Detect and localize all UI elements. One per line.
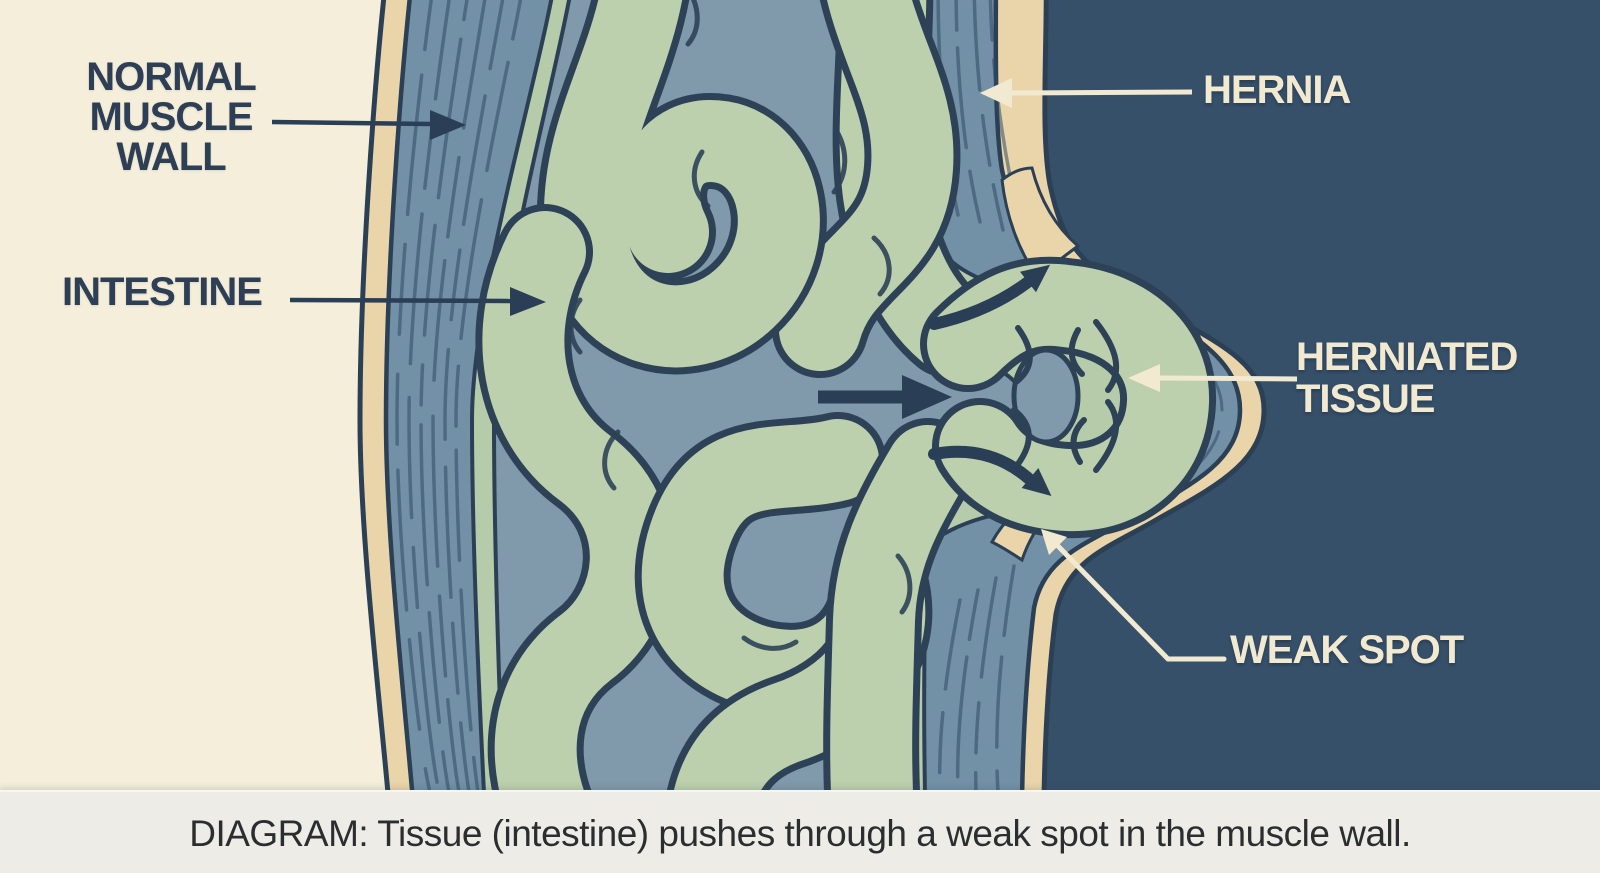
flow-arrow-curved-upper-icon <box>928 264 1051 330</box>
normal-muscle-wall-line1: NORMAL <box>86 55 257 99</box>
intestine-arrow-icon <box>289 287 546 316</box>
hernia-illustration <box>271 0 1600 790</box>
herniated-tissue-line1: HERNIATED <box>1296 335 1518 379</box>
normal-muscle-wall-label: NORMAL MUSCLE WALL <box>50 57 292 177</box>
normal-muscle-wall-line2: MUSCLE <box>89 95 254 139</box>
hernia-neck-opening <box>1011 319 1119 473</box>
intestine-label: INTESTINE <box>62 270 263 314</box>
normal-muscle-wall-line3: WALL <box>116 135 226 179</box>
flow-arrow-straight-icon <box>818 375 952 419</box>
flow-arrow-curved-lower-icon <box>928 445 1052 496</box>
intestine-creases <box>568 0 913 651</box>
weak-spot-leader-arrow-icon <box>1041 529 1227 662</box>
caption-bar: DIAGRAM: Tissue (intestine) pushes throu… <box>0 790 1600 873</box>
hernia-arrow-icon <box>980 78 1193 108</box>
normal-muscle-wall-arrow-icon <box>271 110 466 140</box>
hernia-label: HERNIA <box>1203 68 1351 112</box>
caption-text: DIAGRAM: Tissue (intestine) pushes throu… <box>189 812 1411 854</box>
herniated-tissue-arrow-icon <box>1128 364 1298 392</box>
herniated-tissue-line2: TISSUE <box>1296 377 1435 421</box>
herniated-tissue-label: HERNIATED TISSUE <box>1296 335 1518 421</box>
weak-spot-label: WEAK SPOT <box>1230 628 1464 672</box>
background-right <box>1044 0 1600 790</box>
